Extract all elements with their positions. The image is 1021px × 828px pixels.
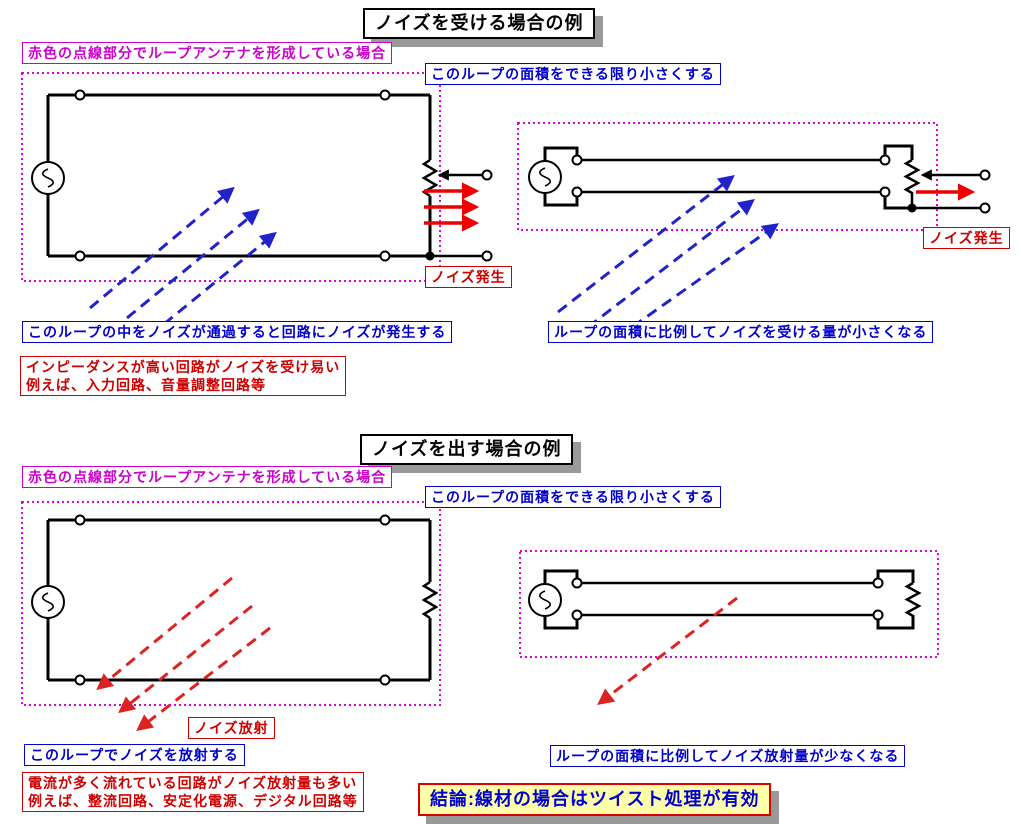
radiated-noise-arrow-small	[597, 596, 738, 706]
noise-generated-label-small: ノイズ発生	[923, 227, 1010, 250]
warning-line-2: 例えば、整流回路、安定化電源、デジタル回路等	[28, 793, 358, 810]
warning-line-1: 電流が多く流れている回路がノイズ放射量も多い	[28, 775, 358, 791]
noise-output-arrows-large	[424, 182, 480, 232]
antenna-note-emit: 赤色の点線部分でループアンテナを形成している場合	[22, 466, 393, 489]
junction-dot	[425, 251, 435, 261]
emit-large-loop-circuit	[31, 514, 439, 686]
large-loop-caption-receive: このループの中をノイズが通過すると回路にノイズが発生する	[22, 321, 453, 344]
noise-generated-label-large: ノイズ発生	[425, 266, 512, 289]
terminal-icons	[571, 154, 991, 214]
minimize-note-receive: このループの面積をできる限り小さくする	[425, 63, 721, 86]
impedance-warning: インピーダンスが高い回路がノイズを受け易い 例えば、入力回路、音量調整回路等	[20, 356, 347, 397]
large-loop-caption-emit: このループでノイズを放射する	[24, 744, 245, 767]
current-warning: 電流が多く流れている回路がノイズ放射量も多い 例えば、整流回路、安定化電源、デジ…	[22, 772, 364, 813]
warning-line-2: 例えば、入力回路、音量調整回路等	[26, 377, 266, 394]
terminal-icons	[74, 89, 493, 262]
small-loop-caption-receive: ループの面積に比例してノイズを受ける量が小さくなる	[548, 321, 934, 344]
loop-antenna-outline-emit-large	[21, 501, 441, 706]
incoming-noise-arrows-small	[557, 174, 780, 339]
resistor-icon	[903, 158, 921, 208]
ac-source-icon	[528, 160, 562, 194]
terminal-icons	[571, 577, 884, 621]
loop-antenna-outline-emit-small	[519, 550, 939, 658]
resistor-icon	[904, 581, 922, 618]
loop-antenna-outline-receive-small	[517, 122, 938, 231]
terminal-icons	[74, 514, 391, 686]
emit-small-loop-circuit	[528, 569, 922, 630]
junction-dot	[907, 203, 917, 213]
section-title-emit: ノイズを出す場合の例	[360, 434, 574, 466]
noise-radiation-label: ノイズ放射	[188, 717, 275, 740]
minimize-note-emit: このループの面積をできる限り小さくする	[425, 486, 721, 509]
receive-small-loop-circuit	[528, 144, 991, 214]
incoming-noise-arrows-large	[89, 186, 277, 326]
warning-line-1: インピーダンスが高い回路がノイズを受け易い	[26, 359, 341, 375]
ac-source-icon	[31, 585, 65, 619]
resistor-icon	[421, 580, 439, 620]
small-loop-caption-emit: ループの面積に比例してノイズ放射量が少なくなる	[550, 745, 906, 768]
section-title-receive: ノイズを受ける場合の例	[363, 8, 596, 40]
ac-source-icon	[31, 161, 65, 195]
receive-large-loop-circuit	[31, 89, 493, 262]
radiated-noise-arrows-large	[96, 576, 271, 732]
antenna-note-receive: 赤色の点線部分でループアンテナを形成している場合	[22, 42, 393, 65]
ac-source-icon	[528, 583, 562, 617]
loop-antenna-outline-receive-large	[21, 72, 441, 282]
conclusion-banner: 結論:線材の場合はツイスト処理が有効	[418, 783, 772, 817]
